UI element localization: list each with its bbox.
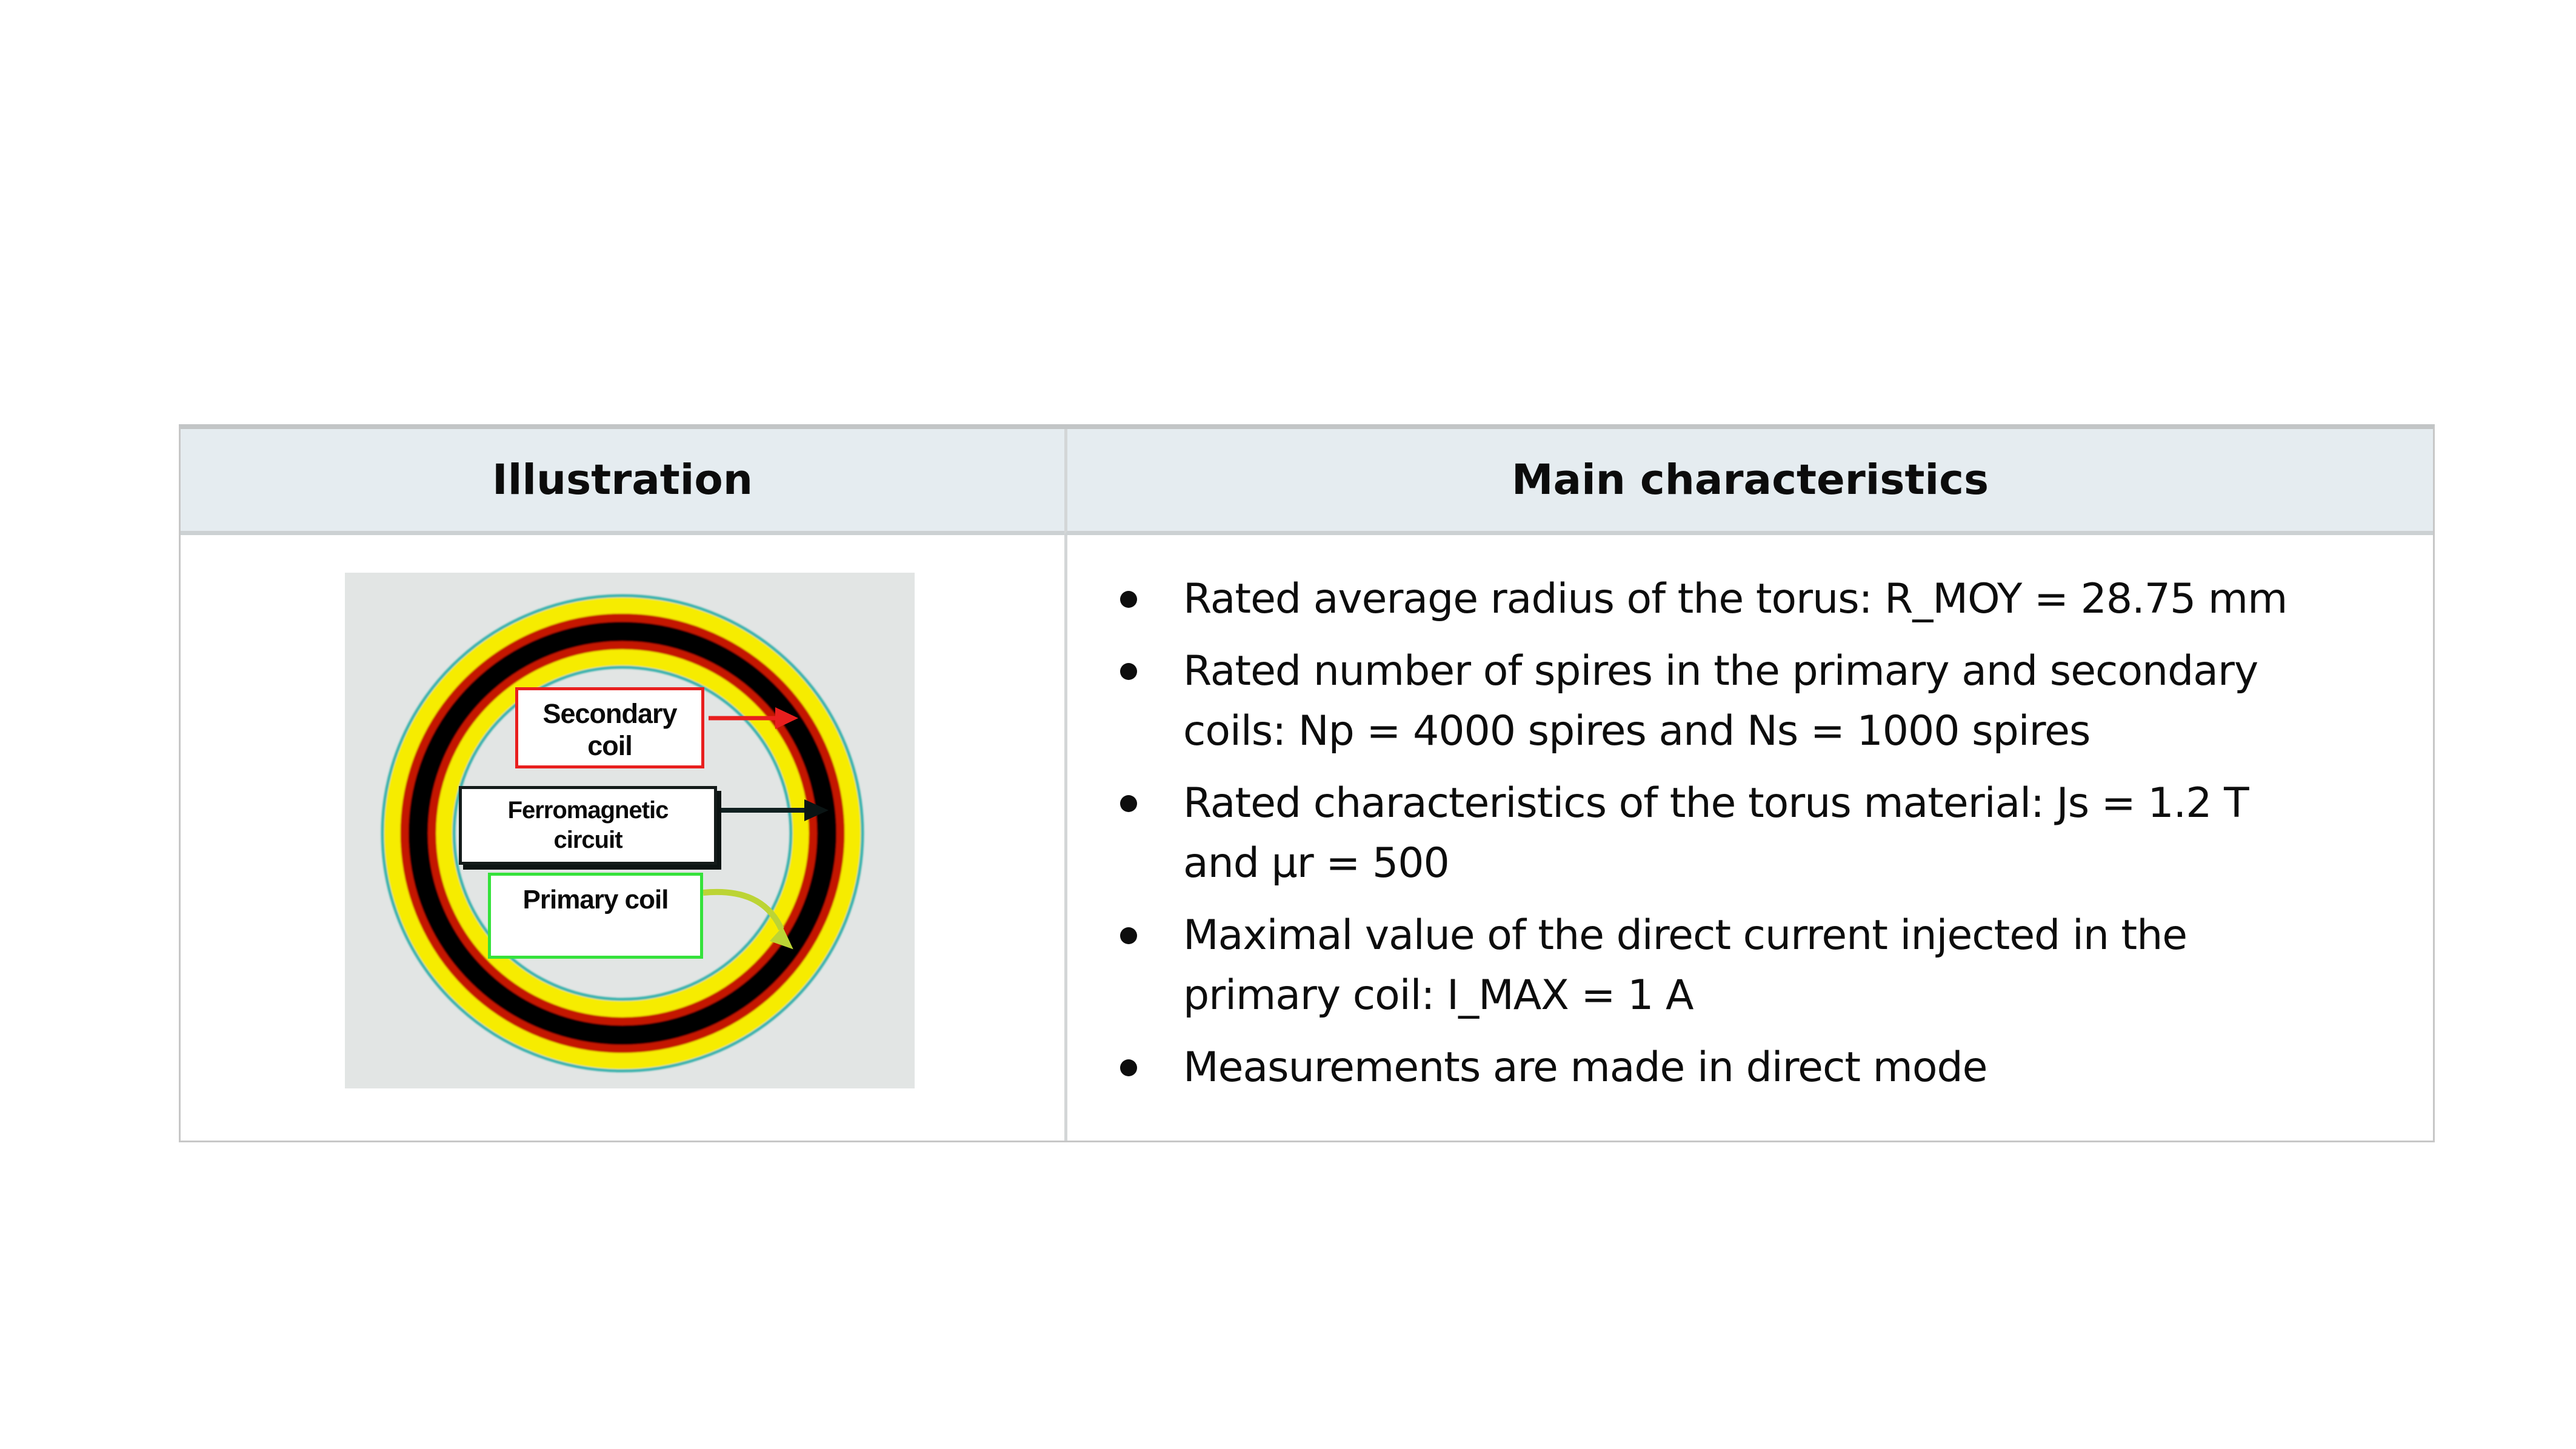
label-secondary-coil: Secondary coil	[515, 687, 704, 768]
torus-inner-edge	[452, 665, 793, 1001]
torus-svg	[381, 594, 864, 1073]
characteristic-item: Maximal value of the direct current inje…	[1119, 905, 2409, 1025]
torus-outer-edge	[381, 594, 864, 1073]
characteristics-table: Illustration Main characteristics	[179, 424, 2435, 1142]
torus-core-black-ring	[409, 622, 836, 1045]
ferromagnetic-arrow	[721, 799, 829, 821]
secondary-arrow	[709, 707, 798, 729]
characteristics-list: Rated average radius of the torus: R_MOY…	[1119, 569, 2409, 1098]
header-cell-illustration: Illustration	[181, 429, 1064, 535]
characteristics-cell: Rated average radius of the torus: R_MOY…	[1064, 535, 2433, 1141]
characteristic-item: Rated number of spires in the primary an…	[1119, 641, 2409, 761]
characteristic-item: Measurements are made in direct mode	[1119, 1038, 2409, 1098]
torus-photo: Secondary coil Ferromagnetic circuit Pri…	[345, 573, 915, 1088]
characteristic-item: Rated characteristics of the torus mater…	[1119, 773, 2409, 893]
label-primary-coil: Primary coil	[488, 873, 703, 959]
primary-arrow	[702, 888, 793, 950]
torus-inner-red-ring	[427, 640, 818, 1027]
illustration-cell: Secondary coil Ferromagnetic circuit Pri…	[181, 535, 1064, 1141]
header-illustration-label: Illustration	[492, 456, 753, 504]
characteristic-item: Rated average radius of the torus: R_MOY…	[1119, 569, 2409, 629]
label-ferromagnetic-circuit: Ferromagnetic circuit	[459, 786, 717, 865]
torus-outer-red-ring	[400, 613, 845, 1053]
header-main-characteristics-label: Main characteristics	[1511, 456, 1989, 504]
header-cell-main-characteristics: Main characteristics	[1064, 429, 2433, 535]
